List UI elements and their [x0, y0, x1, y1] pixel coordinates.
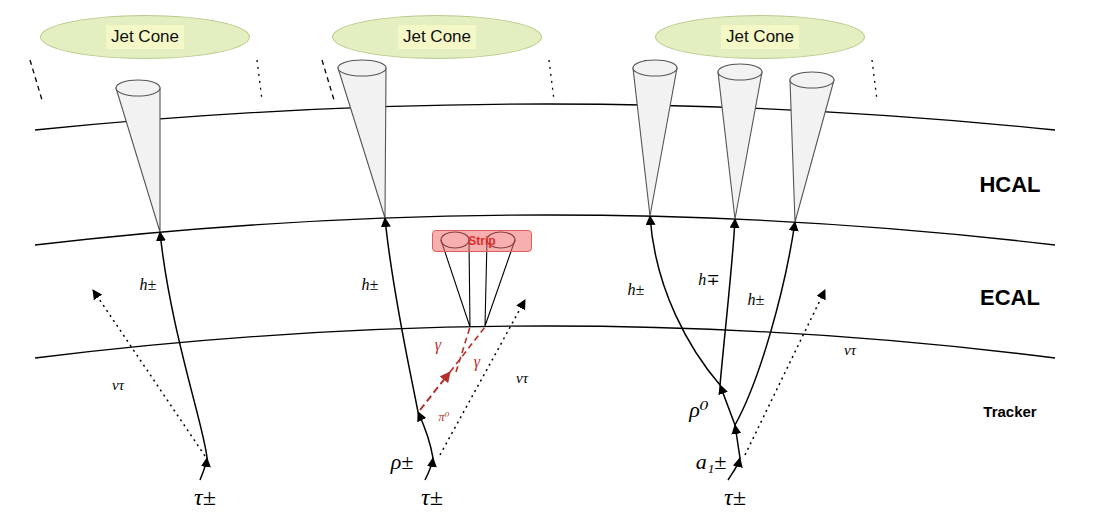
shower-cone: [790, 80, 834, 222]
pi0-track: [420, 372, 450, 410]
photon-track: [450, 327, 485, 372]
tracks-middle: [385, 218, 525, 480]
layer-label: HCAL: [979, 173, 1040, 197]
shower-cone: [633, 68, 677, 216]
particle-label: h±: [362, 276, 379, 294]
layer-boundaries: [35, 104, 1055, 358]
cone-side: [257, 60, 262, 100]
shower-cone: [718, 72, 762, 219]
neutrino-track: [745, 290, 825, 455]
particle-label: h±: [140, 276, 157, 294]
layer-boundary: [35, 215, 1055, 245]
particle-label: h±: [748, 291, 765, 309]
cone-top: [718, 64, 762, 80]
cone-top: [633, 60, 677, 76]
hcal-cones: [116, 60, 834, 232]
particle-label: γ: [435, 336, 441, 354]
particle-label: ντ: [844, 342, 856, 359]
shower-line: [485, 240, 515, 326]
shower-line: [441, 240, 470, 327]
particle-label: ρ⁰: [689, 398, 708, 422]
tau-track: [200, 458, 207, 480]
hadron-track: [720, 219, 735, 385]
particle-label: π⁰: [439, 411, 450, 424]
strip-label: Strip: [468, 234, 495, 248]
neutrino-track: [440, 300, 525, 455]
rho0-track: [720, 385, 735, 425]
particle-label: ντ: [112, 377, 124, 394]
hadron-track: [160, 232, 207, 458]
particle-label: τ±: [194, 484, 216, 510]
tau-track: [425, 458, 433, 480]
jet-cone-ellipse: Jet Cone: [332, 15, 542, 59]
neutrino-track: [93, 290, 205, 456]
cone-top: [116, 80, 160, 96]
layer-label: ECAL: [980, 286, 1040, 310]
layer-label: Tracker: [983, 404, 1036, 421]
jet-cone-ellipse: Jet Cone: [40, 15, 250, 59]
jet-cone-ellipse: Jet Cone: [655, 15, 865, 59]
particle-label: γ: [474, 353, 480, 371]
particle-label: h∓: [698, 271, 719, 289]
particle-label: ρ±: [391, 450, 414, 474]
tracks-left: [93, 232, 207, 480]
strip-box: Strip: [432, 230, 532, 252]
layer-boundary: [35, 104, 1055, 130]
cone-side: [872, 60, 877, 100]
hadron-track: [650, 216, 720, 385]
hadron-track: [735, 222, 795, 425]
cone-side: [322, 60, 334, 100]
particle-label: a₁±: [696, 450, 727, 474]
tracks-right: [650, 216, 825, 480]
tau-track: [728, 458, 740, 480]
photon-track: [456, 327, 470, 372]
a1-track: [735, 425, 740, 458]
cone-side: [549, 60, 554, 100]
shower-cone: [338, 68, 386, 218]
jet-cone-label: Jet Cone: [106, 25, 184, 49]
particle-label: h±: [628, 281, 645, 299]
cone-top: [790, 72, 834, 88]
hadron-track: [385, 218, 418, 412]
particle-label: ντ: [516, 370, 528, 387]
particle-label: τ±: [421, 484, 443, 510]
cone-top: [338, 60, 386, 76]
particle-label: τ±: [724, 484, 746, 510]
jet-cone-label: Jet Cone: [721, 25, 799, 49]
rho-track: [418, 412, 433, 458]
cone-side: [30, 60, 42, 100]
layer-boundary: [35, 326, 1055, 358]
jet-cone-label: Jet Cone: [398, 25, 476, 49]
shower-cone: [116, 88, 160, 232]
